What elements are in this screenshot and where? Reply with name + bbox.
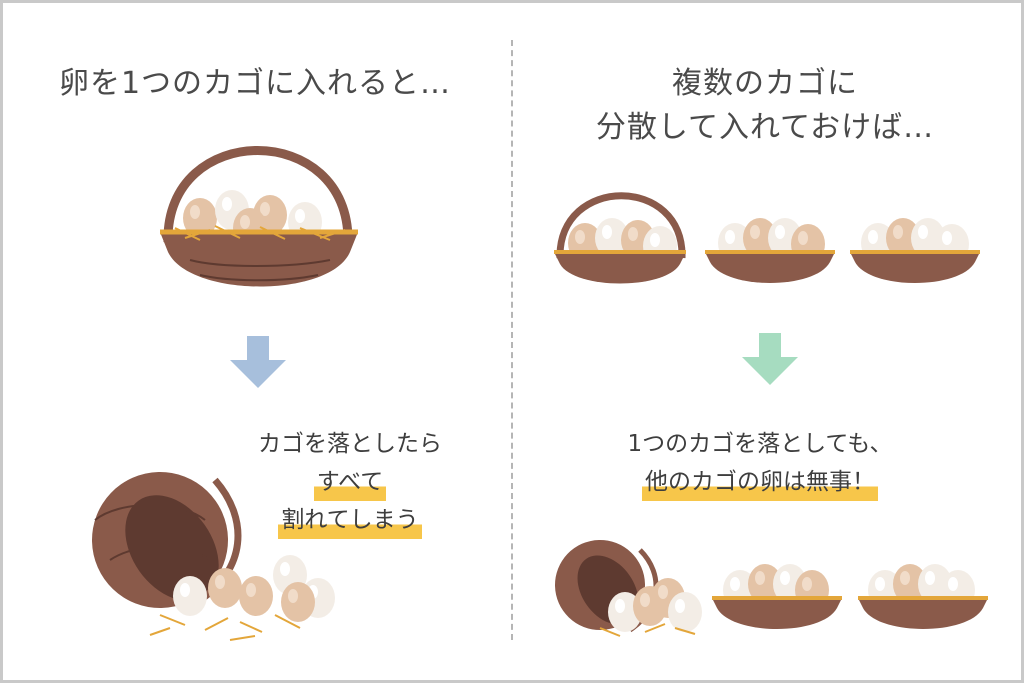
right-title-line-1: 複数のカゴに — [672, 66, 858, 101]
right-basket-dropped — [555, 540, 702, 637]
right-title-line-2: 分散して入れておけば… — [595, 110, 935, 145]
left-caption-line-2: すべて — [313, 463, 387, 501]
right-caption-line-2: 他のカゴの卵は無事！ — [642, 463, 878, 501]
right-basket-intact-1 — [712, 564, 842, 629]
left-basket-dropped — [92, 472, 335, 641]
center-divider — [511, 40, 513, 640]
right-down-arrow — [742, 333, 798, 385]
left-caption-line-1: カゴを落としたら — [258, 431, 442, 457]
left-down-arrow — [230, 336, 286, 388]
right-basket-3 — [850, 218, 980, 283]
right-caption-line-1: 1つのカゴを落としても、 — [627, 431, 893, 457]
left-caption: カゴを落としたら すべて 割れてしまう — [225, 425, 475, 539]
left-title: 卵を1つのカゴに入れると… — [58, 66, 452, 101]
left-basket-full — [160, 146, 358, 287]
right-title: 複数のカゴに 分散して入れておけば… — [520, 62, 1010, 150]
right-basket-intact-2 — [858, 564, 988, 629]
right-caption: 1つのカゴを落としても、 他のカゴの卵は無事！ — [560, 425, 960, 501]
left-caption-line-3: 割れてしまう — [278, 501, 422, 539]
right-basket-2 — [705, 218, 835, 283]
right-basket-handle — [554, 192, 686, 284]
